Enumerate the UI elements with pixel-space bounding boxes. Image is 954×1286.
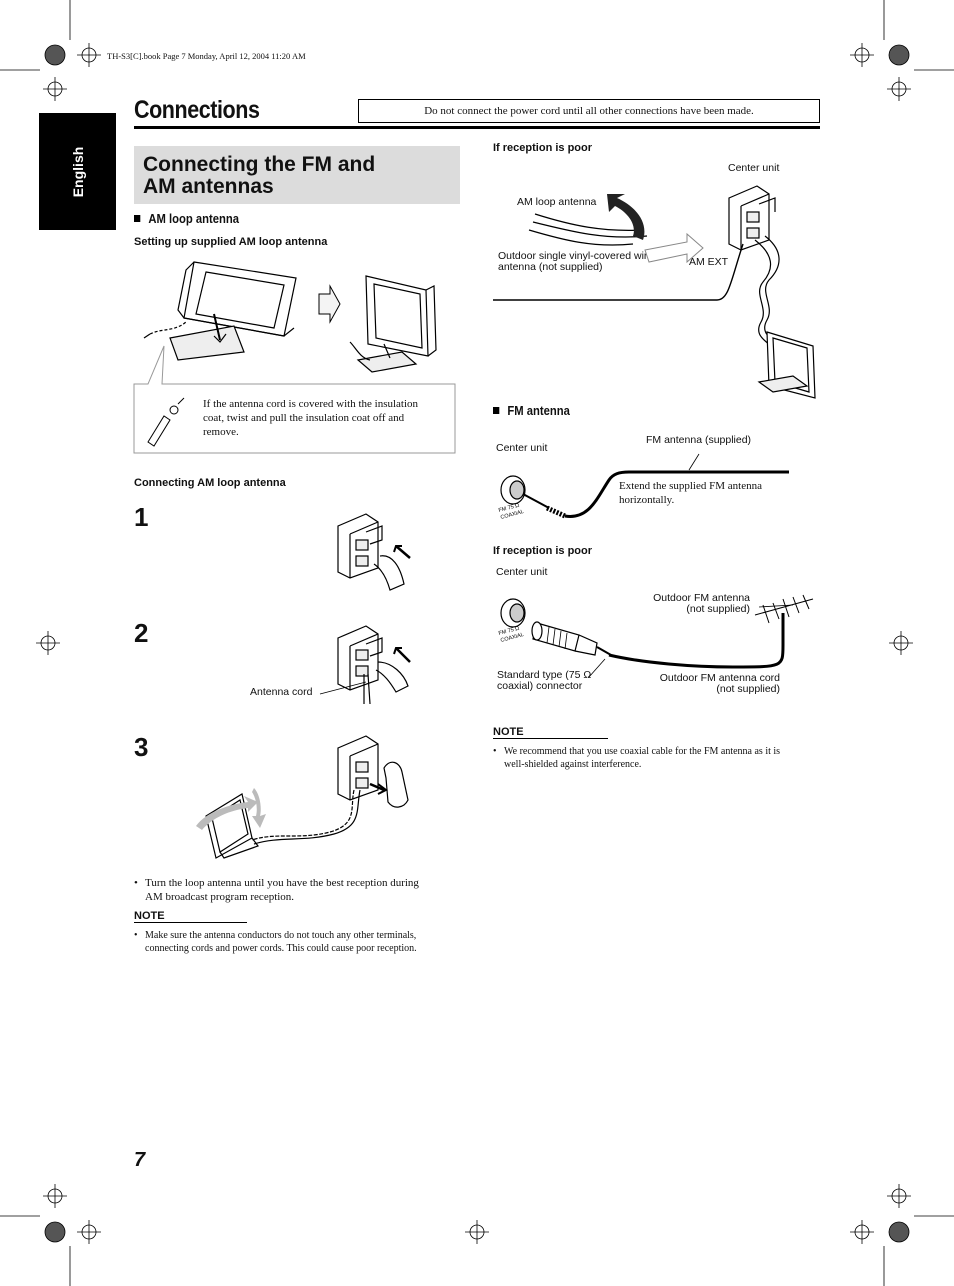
am-note: • Make sure the antenna conductors do no… xyxy=(134,929,464,955)
page-number: 7 xyxy=(134,1149,146,1171)
antenna-cord-leader xyxy=(319,681,367,695)
language-tab-label: English xyxy=(69,146,86,197)
square-bullet-icon xyxy=(134,215,141,222)
fm-jack-label: FM 75 Ω xyxy=(498,503,520,514)
am-loop-setup-illustration xyxy=(143,261,437,373)
warning-text: Do not connect the power cord until all … xyxy=(424,105,754,117)
step-number: 3 xyxy=(134,732,149,762)
fm-jack-label: COAXIAL xyxy=(500,632,525,644)
am-loop-label: AM loop antenna xyxy=(517,196,597,208)
extend-line: Extend the supplied FM antenna xyxy=(619,480,762,492)
note-line: well-shielded against interference. xyxy=(504,759,642,770)
am-setup-heading: Setting up supplied AM loop antenna xyxy=(134,236,328,248)
fm-heading: FM antenna xyxy=(493,404,570,418)
fm-supplied-illustration: FM 75 Ω COAXIAL xyxy=(498,453,789,521)
step3-connection-illustration xyxy=(196,735,409,859)
outdoor-fm-line: Outdoor FM antenna xyxy=(653,592,750,604)
title-rule xyxy=(134,126,820,129)
turn-bullet: • Turn the loop antenna until you have t… xyxy=(134,876,464,904)
outdoor-fm-cord-label: Outdoor FM antenna cord (not supplied) xyxy=(649,673,780,695)
outdoor-wire-line: Outdoor single vinyl-covered wire xyxy=(498,250,654,262)
tip-line: coat, twist and pull the insulation coat… xyxy=(203,412,405,424)
section-title-line2: AM antennas xyxy=(143,175,274,198)
am-note-title: NOTE xyxy=(134,910,247,923)
warning-box: Do not connect the power cord until all … xyxy=(358,99,820,123)
am-poor-heading: If reception is poor xyxy=(493,142,593,154)
fm-poor-heading: If reception is poor xyxy=(493,545,593,557)
step2-terminal-illustration xyxy=(337,625,411,705)
outdoor-fm-line: (not supplied) xyxy=(686,603,750,615)
fm-jack-label: COAXIAL xyxy=(500,509,525,521)
fm-poor-center-unit-label: Center unit xyxy=(496,566,548,578)
cord-line: (not supplied) xyxy=(716,683,780,695)
tip-line: If the antenna cord is covered with the … xyxy=(203,398,419,410)
fm-center-unit-label: Center unit xyxy=(496,442,548,454)
language-tab: English xyxy=(39,113,116,230)
antenna-cord-label: Antenna cord xyxy=(250,686,313,698)
am-connect-heading: Connecting AM loop antenna xyxy=(134,477,286,489)
outdoor-wire-line: antenna (not supplied) xyxy=(498,261,603,273)
fm-note-title: NOTE xyxy=(493,726,608,739)
standard-line: Standard type (75 Ω xyxy=(497,669,592,681)
bullet-line: AM broadcast program reception. xyxy=(145,891,295,903)
tip-callout-frame xyxy=(133,345,456,454)
fm-jack-label: FM 75 Ω xyxy=(498,626,520,637)
am-poor-illustration xyxy=(493,185,816,399)
fm-extend-text: Extend the supplied FM antenna horizonta… xyxy=(619,479,762,507)
cord-line: Outdoor FM antenna cord xyxy=(659,672,780,684)
am-ext-label: AM EXT xyxy=(689,256,729,268)
bullet-line: Turn the loop antenna until you have the… xyxy=(145,877,419,889)
book-info-line: TH-S3[C].book Page 7 Monday, April 12, 2… xyxy=(107,51,306,61)
outdoor-fm-label: Outdoor FM antenna (not supplied) xyxy=(645,593,750,615)
fm-heading-text: FM antenna xyxy=(507,404,570,418)
note-line: connecting cords and power cords. This c… xyxy=(145,943,417,954)
section-title-line1: Connecting the FM and xyxy=(143,153,376,176)
fm-supplied-label: FM antenna (supplied) xyxy=(646,434,752,446)
outdoor-wire-label: Outdoor single vinyl-covered wire antenn… xyxy=(498,251,653,273)
extend-line: horizontally. xyxy=(619,494,675,506)
tip-text: If the antenna cord is covered with the … xyxy=(203,397,453,439)
step-number: 2 xyxy=(134,618,149,648)
page-title: Connections xyxy=(134,96,260,124)
am-heading: AM loop antenna xyxy=(134,212,239,226)
note-line: We recommend that you use coaxial cable … xyxy=(504,746,781,757)
fm-note: • We recommend that you use coaxial cabl… xyxy=(493,745,823,771)
am-heading-text: AM loop antenna xyxy=(148,212,240,226)
standard-line: coaxial) connector xyxy=(497,680,583,692)
note-line: Make sure the antenna conductors do not … xyxy=(145,930,417,941)
section-header: Connecting the FM and AM antennas xyxy=(134,146,460,204)
step-number: 1 xyxy=(134,502,149,532)
tip-line: remove. xyxy=(203,426,239,438)
step1-terminal-illustration xyxy=(337,513,411,591)
fm-outdoor-illustration: FM 75 Ω COAXIAL xyxy=(498,594,814,678)
standard-connector-label: Standard type (75 Ω coaxial) connector xyxy=(497,670,591,692)
square-bullet-icon xyxy=(493,407,500,414)
am-poor-center-unit-label: Center unit xyxy=(728,162,780,174)
